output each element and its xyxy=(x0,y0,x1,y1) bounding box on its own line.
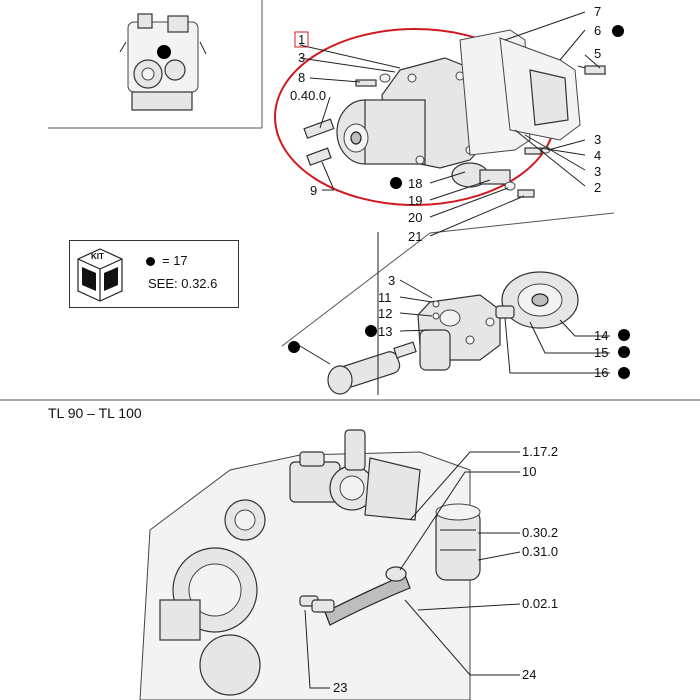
kit-quantity-text: = 17 xyxy=(162,253,188,268)
callout-m13-kit-icon xyxy=(365,325,377,337)
callout-3c: 3 xyxy=(594,164,601,179)
callout-m14: 14 xyxy=(594,328,608,343)
callout-b23: 23 xyxy=(333,680,347,695)
callout-m16-kit-icon xyxy=(618,367,630,379)
callout-9: 9 xyxy=(310,183,317,198)
gasket-plate xyxy=(459,29,581,156)
callout-8: 8 xyxy=(298,70,305,85)
callout-5: 5 xyxy=(594,46,601,61)
callout-3b: 3 xyxy=(594,132,601,147)
callout-7: 7 xyxy=(594,4,601,19)
callout-b1172: 1.17.2 xyxy=(522,444,558,459)
callout-m15: 15 xyxy=(594,345,608,360)
callout-2: 2 xyxy=(594,180,601,195)
kit-legend-box: KIT xyxy=(69,240,239,308)
callout-b24: 24 xyxy=(522,667,536,682)
callouts-bottom: 1.17.2 10 0.30.2 0.31.0 0.02.1 24 23 xyxy=(333,444,558,695)
callout-19: 19 xyxy=(408,193,422,208)
callout-m14-kit-icon xyxy=(618,329,630,341)
callout-0400: 0.40.0 xyxy=(290,88,326,103)
kit-badge-label: KIT xyxy=(91,252,104,261)
engine-assembly-drawing xyxy=(139,429,481,700)
leader-lines-bottom xyxy=(304,451,521,689)
callout-b0021: 0.02.1 xyxy=(522,596,558,611)
water-pump-main xyxy=(336,57,491,169)
kit-quantity: = 17 xyxy=(148,253,188,268)
callout-b0310: 0.31.0 xyxy=(522,544,558,559)
frame-lines xyxy=(0,212,700,401)
callout-4: 4 xyxy=(594,148,601,163)
callout-21: 21 xyxy=(408,229,422,244)
leader-lines-middle xyxy=(299,232,610,395)
kit-cube-icon: KIT xyxy=(77,248,123,302)
callout-m16: 16 xyxy=(594,365,608,380)
callout-m3: 3 xyxy=(388,273,395,288)
callout-m15-kit-icon xyxy=(618,346,630,358)
callout-1-box xyxy=(294,31,309,48)
kit-see-reference: SEE: 0.32.6 xyxy=(148,276,218,291)
middle-pump-assembly xyxy=(327,271,579,395)
callout-6: 6 xyxy=(594,23,601,38)
callout-6-kit-icon xyxy=(612,25,624,37)
callout-1: 1 xyxy=(298,32,305,47)
callout-m13: 13 xyxy=(378,324,392,339)
callout-3a: 3 xyxy=(298,50,305,65)
callout-20: 20 xyxy=(408,210,422,225)
section-title: TL 90 – TL 100 xyxy=(48,405,142,421)
callout-middle-shaft-kit-icon xyxy=(288,341,300,353)
callout-18-kit-icon xyxy=(390,177,402,189)
callout-b0302: 0.30.2 xyxy=(522,525,558,540)
callouts-top: 1 3 8 0.40.0 9 7 6 5 3 4 3 2 18 19 20 21 xyxy=(290,4,624,244)
engine-thumbnail-icon xyxy=(119,13,207,111)
leader-lines-top xyxy=(299,11,601,237)
callout-m11: 11 xyxy=(378,290,392,305)
callout-m12: 12 xyxy=(378,306,392,321)
callouts-middle: 3 11 12 13 14 15 16 xyxy=(288,273,630,380)
kit-dot-icon xyxy=(146,257,155,266)
thumbnail-frame xyxy=(48,0,263,129)
callout-18: 18 xyxy=(408,176,422,191)
callout-b10: 10 xyxy=(522,464,536,479)
